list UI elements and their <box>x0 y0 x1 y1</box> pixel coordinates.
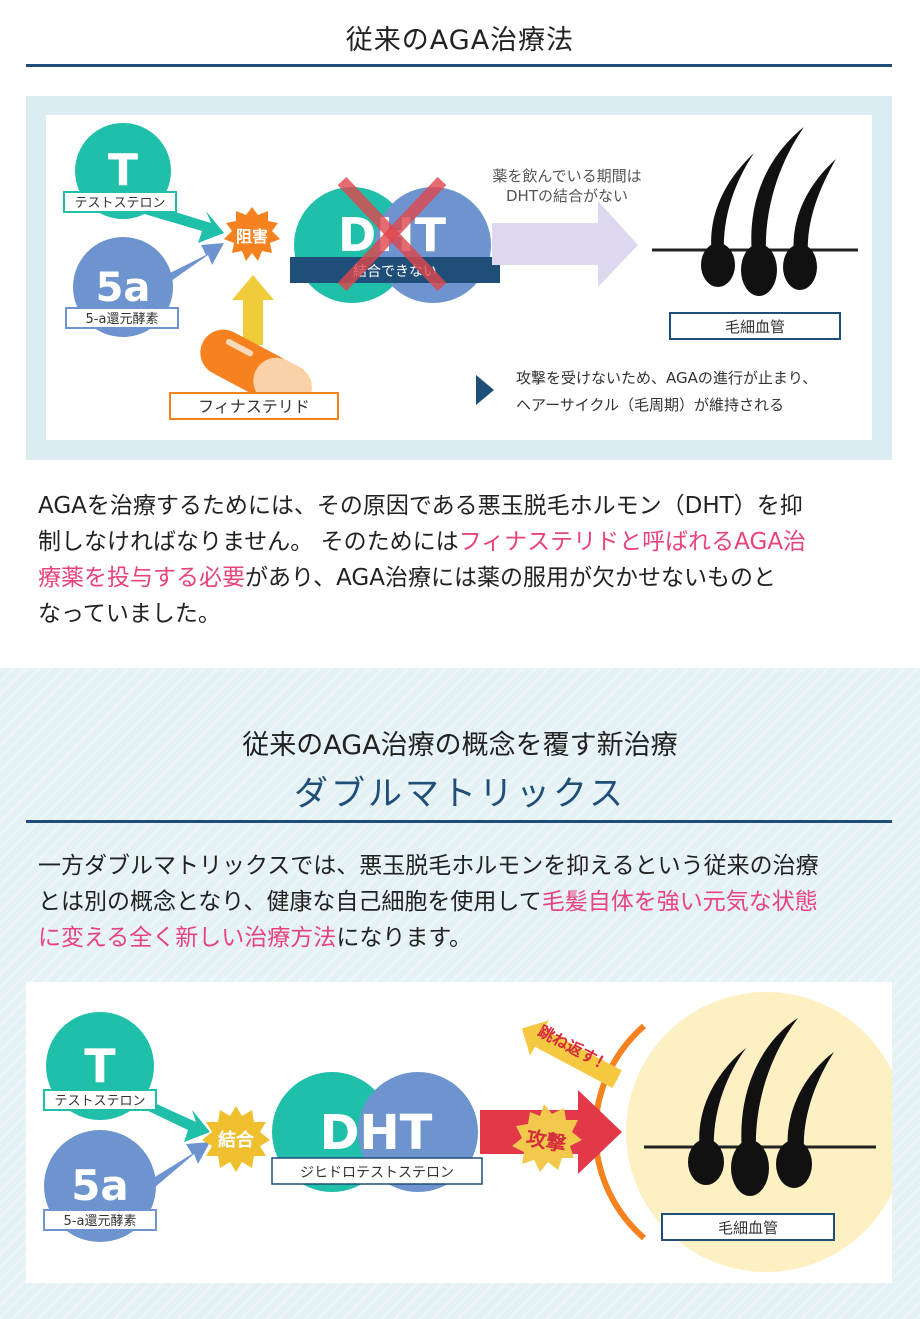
section2-para-highlight-1: 毛髪自体を強い元気な状態 <box>541 889 818 915</box>
no-binding-arrow <box>492 201 638 287</box>
hair-follicles-2 <box>688 1139 812 1196</box>
t-arrow <box>142 1100 210 1142</box>
fivea-letter: 5a <box>96 265 151 311</box>
block-badge-burst <box>224 207 280 261</box>
dht-label: ジヒドロテストステロン <box>300 1165 454 1181</box>
result-triangle-icon <box>476 375 494 405</box>
section2-title-line2: ダブルマトリックス <box>294 774 626 814</box>
section1-title: 従来のAGA治療法 <box>345 25 575 56</box>
fivea-label-box <box>65 307 179 329</box>
finasteride-label-box <box>169 392 339 420</box>
bind-badge-text: 結合 <box>218 1129 255 1151</box>
double-matrix-diagram: T テストステロン 5a 5-a還元酵素 結合 DHT ジヒドロテストステロン … <box>43 992 906 1272</box>
hair-strand-3 <box>787 1052 834 1152</box>
hair-strand-3 <box>793 159 836 255</box>
attack-badge-burst <box>512 1104 582 1172</box>
t-label-box <box>43 1089 157 1111</box>
hair-strand-1 <box>711 153 754 255</box>
section1-paragraph: AGAを治療するためには、その原因である悪玉脱毛ホルモン（DHT）を抑 制しなけ… <box>38 488 888 632</box>
fivea-label: 5-a還元酵素 <box>86 312 159 327</box>
section2-para-highlight-2: に変える全く新しい治療方法 <box>38 925 337 951</box>
finasteride-up-arrow <box>232 275 274 345</box>
section2-para-line2-plain: とは別の概念となり、健康な自己細胞を使用して <box>38 889 542 915</box>
section1-para-line4: なっていました。 <box>38 601 221 627</box>
t-letter: T <box>108 145 138 196</box>
hair-strand-2 <box>751 127 804 255</box>
result-line-2: ヘアーサイクル（毛周期）が維持される <box>516 396 784 414</box>
section1-para-line3-plain: があり、AGA治療には薬の服用が欠かせないものと <box>245 565 776 591</box>
dht-bar <box>290 257 500 283</box>
section1-para-line3: 療薬を投与する必要があり、AGA治療には薬の服用が欠かせないものと <box>38 560 888 596</box>
hair-strand-2 <box>741 1018 798 1152</box>
dht-text: DHT <box>320 1105 433 1161</box>
hair-strand-1 <box>699 1048 746 1152</box>
section2-diagram-card: T テストステロン 5a 5-a還元酵素 結合 DHT ジヒドロテストステロン … <box>26 982 906 1283</box>
section1-para-highlight-2: 療薬を投与する必要 <box>38 565 245 591</box>
section1-para-line2-plain: 制しなければなりません。 そのためには <box>38 529 459 555</box>
fivea-letter: 5a <box>71 1161 129 1210</box>
hair-bg-circle <box>626 992 906 1272</box>
section2-divider <box>26 820 892 823</box>
conventional-treatment-diagram: T テストステロン 5a 5-a還元酵素 阻害 フィナステリド DHT 結合でき… <box>63 123 858 420</box>
capillary-label-box <box>669 312 841 340</box>
capillary-label: 毛細血管 <box>725 318 785 336</box>
bounce-arrow <box>521 1020 622 1089</box>
finasteride-label: フィナステリド <box>198 397 310 416</box>
fivea-label-box <box>43 1209 157 1231</box>
result-line-1: 攻撃を受けないため、AGAの進行が止まり、 <box>516 369 817 387</box>
dht-label-box <box>271 1157 483 1185</box>
section2-para-line1: 一方ダブルマトリックスでは、悪玉脱毛ホルモンを抑えるという従来の治療 <box>38 853 819 879</box>
t-label: テストステロン <box>54 1094 145 1109</box>
t-label: テストステロン <box>74 196 165 211</box>
capillary-label-box <box>661 1213 835 1241</box>
section1-diagram-card: T テストステロン 5a 5-a還元酵素 阻害 フィナステリド DHT 結合でき… <box>46 115 872 440</box>
bind-badge-burst <box>202 1106 270 1172</box>
section2-paragraph: 一方ダブルマトリックスでは、悪玉脱毛ホルモンを抑えるという従来の治療 とは別の概… <box>38 848 888 956</box>
block-badge-text: 阻害 <box>236 227 268 246</box>
cross-line-2 <box>337 176 447 292</box>
section1-para-highlight-1: フィナステリドと呼ばれるAGA治 <box>458 529 807 555</box>
fivea-arrow <box>150 1142 210 1188</box>
section1-para-line2: 制しなければなりません。 そのためにはフィナステリドと呼ばれるAGA治 <box>38 524 888 560</box>
fivea-label: 5-a還元酵素 <box>64 1214 137 1229</box>
t-label-box <box>63 191 177 213</box>
capillary-label: 毛細血管 <box>718 1219 778 1237</box>
section1-divider <box>26 64 892 67</box>
section2-para-line3: に変える全く新しい治療方法になります。 <box>38 920 888 956</box>
arrow-caption-1: 薬を飲んでいる期間は <box>492 167 641 185</box>
section2-para-line2: とは別の概念となり、健康な自己細胞を使用して毛髪自体を強い元気な状態 <box>38 884 888 920</box>
section2-title-line1: 従来のAGA治療の概念を覆す新治療 <box>242 730 678 761</box>
t-letter: T <box>84 1039 116 1093</box>
arrow-caption-2: DHTの結合がない <box>506 187 628 205</box>
section1-para-line1: AGAを治療するためには、その原因である悪玉脱毛ホルモン（DHT）を抑 <box>38 493 803 519</box>
hair-follicles-1 <box>701 243 817 296</box>
section2-para-line3-plain: になります。 <box>336 925 473 951</box>
